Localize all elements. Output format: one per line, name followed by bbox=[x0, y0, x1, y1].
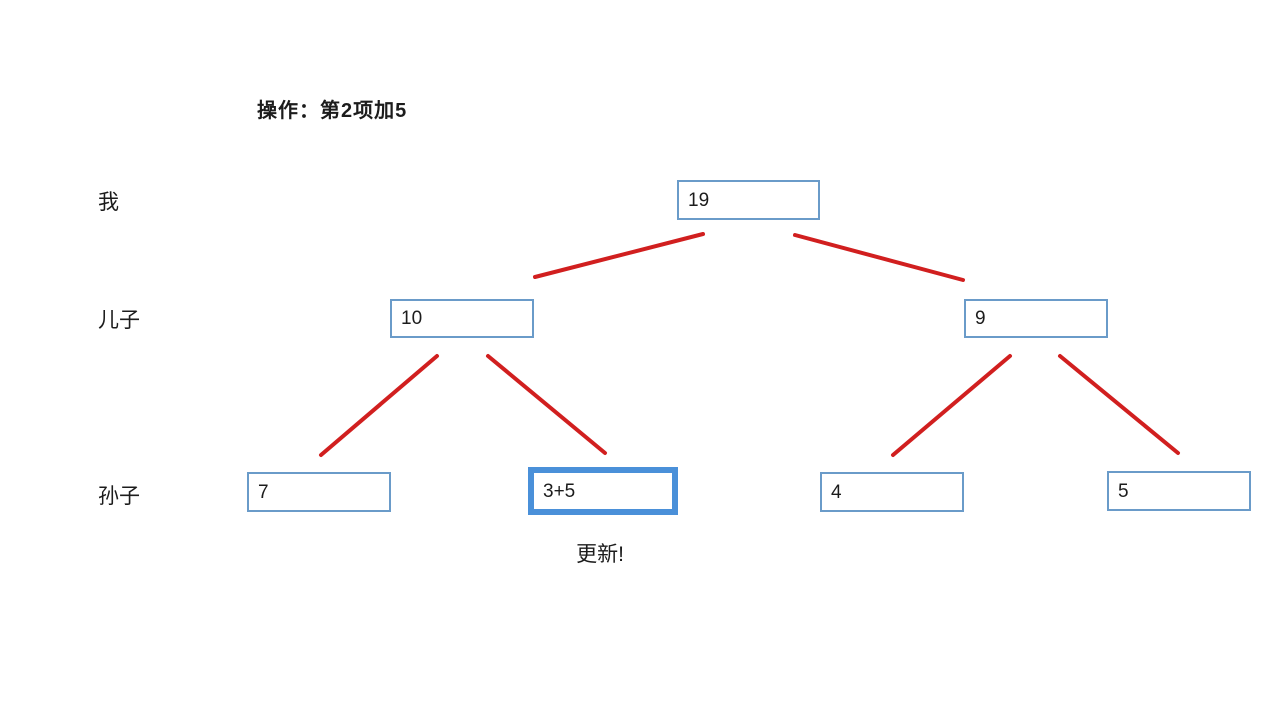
row-label-level1: 我 bbox=[98, 191, 119, 214]
slide-title: 操作：第2项加5 bbox=[257, 100, 408, 122]
tree-node-leaf-4: 5 bbox=[1107, 471, 1251, 511]
edge-right-left bbox=[891, 354, 1012, 457]
edge-root-right bbox=[793, 233, 965, 282]
tree-node-child-right: 9 bbox=[964, 299, 1108, 338]
edge-root-left bbox=[533, 232, 705, 279]
tree-node-leaf-2-highlighted: 3+5 bbox=[528, 467, 678, 515]
edge-left-right bbox=[486, 354, 607, 455]
update-annotation: 更新! bbox=[576, 543, 624, 566]
edge-left-left bbox=[319, 354, 439, 457]
row-label-level3: 孙子 bbox=[98, 485, 140, 508]
tree-node-leaf-1: 7 bbox=[247, 472, 391, 512]
edge-right-right bbox=[1058, 354, 1180, 455]
tree-node-leaf-3: 4 bbox=[820, 472, 964, 512]
tree-node-child-left: 10 bbox=[390, 299, 534, 338]
tree-node-root: 19 bbox=[677, 180, 820, 220]
row-label-level2: 儿子 bbox=[98, 309, 140, 332]
